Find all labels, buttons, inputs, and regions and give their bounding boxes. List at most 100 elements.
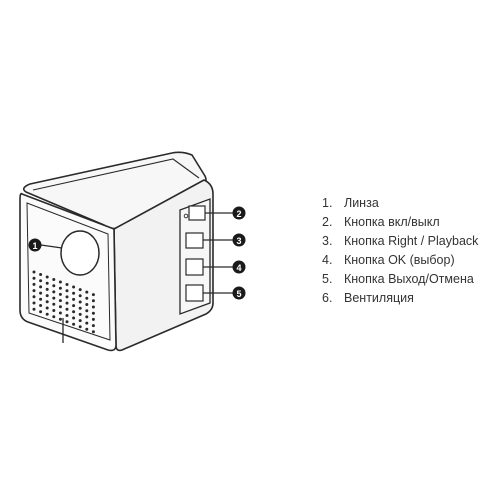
vent-hole bbox=[45, 312, 49, 316]
vent-hole bbox=[45, 306, 49, 310]
legend-label: Кнопка Выход/Отмена bbox=[344, 272, 474, 286]
vent-hole bbox=[65, 301, 69, 305]
vent-hole bbox=[72, 322, 76, 326]
svg-text:2: 2 bbox=[236, 209, 241, 219]
vent-hole bbox=[52, 278, 56, 281]
vent-hole bbox=[58, 292, 62, 296]
vent-hole bbox=[52, 302, 56, 306]
vent-hole bbox=[45, 281, 49, 285]
vent-hole bbox=[78, 312, 82, 316]
legend-item-lens: 1.Линза bbox=[322, 194, 478, 213]
vent-hole bbox=[85, 290, 89, 294]
vent-hole bbox=[85, 327, 89, 331]
vent-hole bbox=[58, 317, 62, 321]
vent-hole bbox=[65, 314, 69, 317]
vent-hole bbox=[85, 296, 89, 300]
vent-hole bbox=[78, 288, 82, 292]
vent-hole bbox=[39, 304, 43, 307]
vent-hole bbox=[32, 295, 36, 299]
legend-label: Линза bbox=[344, 196, 379, 210]
vent-hole bbox=[85, 321, 89, 325]
ok-button[interactable] bbox=[185, 258, 204, 276]
vent-hole bbox=[58, 305, 62, 309]
vent-hole bbox=[78, 306, 82, 310]
vent-hole bbox=[91, 324, 95, 328]
vent-hole bbox=[72, 304, 76, 308]
vent-hole bbox=[52, 284, 56, 288]
vent-hole bbox=[65, 295, 69, 299]
callout-3: 3 bbox=[232, 233, 246, 247]
vent-hole bbox=[78, 294, 82, 298]
vent-hole bbox=[78, 300, 82, 304]
legend-number: 6. bbox=[322, 291, 333, 305]
vent-hole bbox=[32, 276, 36, 280]
vent-hole bbox=[91, 311, 95, 315]
callout-1: 1 bbox=[28, 238, 42, 252]
vent-hole bbox=[58, 286, 62, 290]
vent-hole bbox=[72, 297, 76, 301]
vent-hole bbox=[45, 294, 49, 298]
lens bbox=[60, 230, 100, 276]
vent-hole bbox=[91, 317, 95, 321]
vent-hole bbox=[32, 301, 36, 305]
vent-hole bbox=[91, 293, 95, 297]
vent-hole bbox=[52, 290, 56, 294]
vent-hole bbox=[39, 310, 43, 314]
legend-number: 4. bbox=[322, 253, 333, 267]
legend-number: 2. bbox=[322, 215, 333, 229]
callout-4: 4 bbox=[232, 260, 246, 274]
vent-hole bbox=[32, 270, 36, 274]
callout-5: 5 bbox=[232, 286, 246, 300]
legend-label: Кнопка OK (выбор) bbox=[344, 253, 455, 267]
legend-item-ok-button: 4. Кнопка OK (выбор) bbox=[322, 251, 478, 270]
svg-text:4: 4 bbox=[236, 263, 241, 273]
vent-hole bbox=[39, 273, 43, 276]
vent-hole bbox=[72, 285, 76, 289]
legend-number: 5. bbox=[322, 272, 333, 286]
vent-hole bbox=[58, 299, 62, 303]
vent-hole bbox=[65, 307, 69, 311]
legend-list: 1.Линза 2. Кнопка вкл/выкл 3. Кнопка Right… bbox=[322, 194, 478, 308]
vent-hole bbox=[32, 307, 36, 311]
legend-item-ventilation: 6. Вентиляция bbox=[322, 289, 478, 308]
svg-text:3: 3 bbox=[236, 236, 241, 246]
vent-hole bbox=[45, 300, 49, 304]
vent-hole bbox=[58, 311, 62, 315]
vent-hole bbox=[65, 283, 69, 286]
vent-hole bbox=[39, 285, 43, 289]
vent-hole bbox=[72, 316, 76, 320]
vent-hole bbox=[65, 289, 69, 293]
svg-text:5: 5 bbox=[236, 289, 241, 299]
vent-hole bbox=[52, 296, 56, 300]
vent-hole bbox=[65, 320, 69, 324]
vent-hole bbox=[72, 291, 76, 295]
callout-2: 2 bbox=[232, 206, 246, 220]
legend-item-exit-cancel-button: 5. Кнопка Выход/Отмена bbox=[322, 270, 478, 289]
right-playback-button[interactable] bbox=[185, 232, 204, 249]
vent-hole bbox=[72, 310, 76, 314]
vent-hole bbox=[78, 325, 82, 329]
vent-hole bbox=[85, 303, 89, 306]
power-button[interactable] bbox=[188, 205, 206, 221]
vent-hole bbox=[91, 330, 95, 334]
vent-hole bbox=[91, 305, 95, 309]
legend-label: Кнопка вкл/выкл bbox=[344, 215, 440, 229]
vent-hole bbox=[45, 287, 49, 291]
svg-text:1: 1 bbox=[32, 241, 37, 251]
legend-label: Кнопка Right / Playback bbox=[344, 234, 479, 248]
power-indicator bbox=[183, 213, 189, 219]
legend-item-power-button: 2. Кнопка вкл/выкл bbox=[322, 213, 478, 232]
legend-number: 3. bbox=[322, 234, 333, 248]
legend-label: Вентиляция bbox=[344, 291, 414, 305]
vent-hole bbox=[32, 282, 36, 286]
vent-hole bbox=[78, 319, 82, 323]
exit-cancel-button[interactable] bbox=[185, 284, 204, 302]
vent-hole bbox=[91, 299, 95, 303]
vent-hole bbox=[32, 289, 36, 293]
vent-hole bbox=[39, 291, 43, 295]
vent-hole bbox=[39, 297, 43, 301]
ventilation-grille bbox=[32, 270, 95, 334]
vent-hole bbox=[85, 309, 89, 313]
vent-hole bbox=[39, 279, 43, 283]
